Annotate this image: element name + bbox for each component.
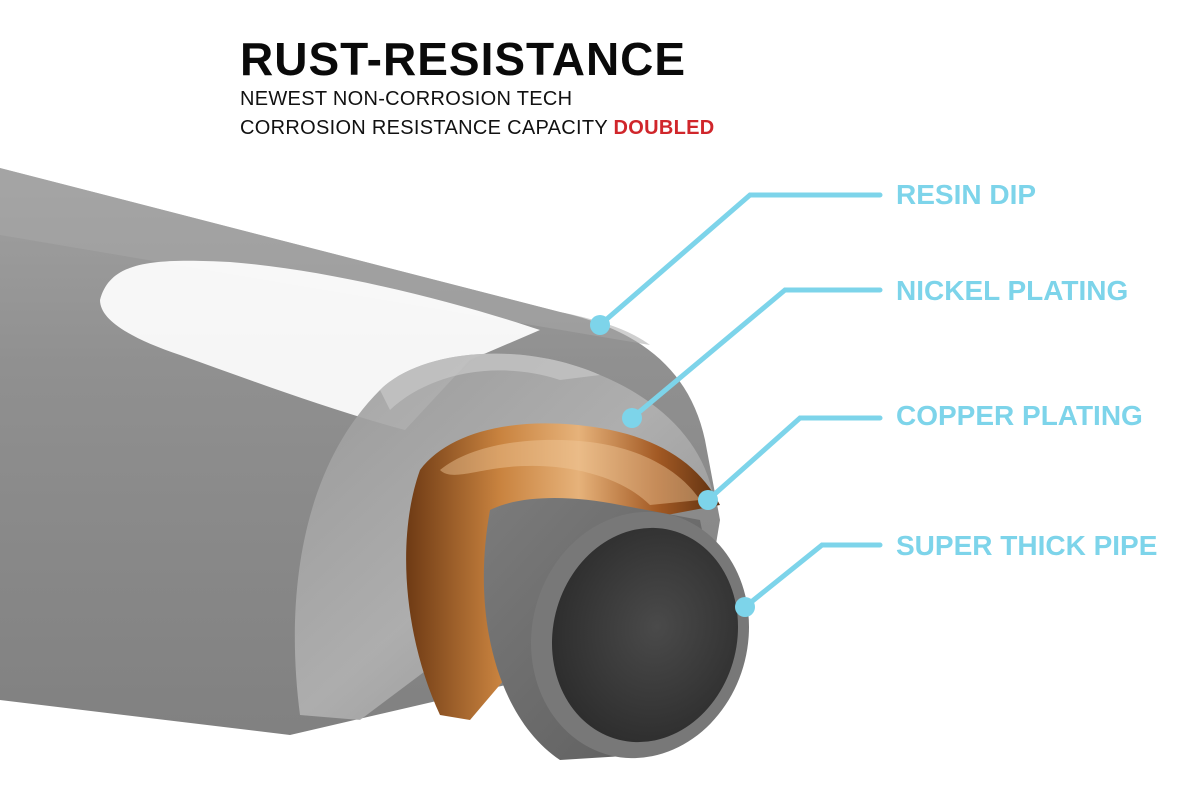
callout-line-copper: [705, 415, 883, 503]
subtitle-line-1: NEWEST NON-CORROSION TECH: [240, 88, 573, 110]
callout-line-resin: [597, 192, 883, 328]
callout-dot-copper: [698, 490, 718, 510]
emphasis-doubled: DOUBLED: [613, 117, 715, 139]
label-nickel-plating: NICKEL PLATING: [896, 275, 1129, 306]
callout-dots: [590, 315, 755, 617]
callout-lines: [597, 192, 883, 610]
page-title: RUST-RESISTANCE: [240, 33, 687, 85]
pipe-core: [483, 498, 750, 760]
callout-dot-pipe: [735, 597, 755, 617]
subtitle-line-2-text: CORROSION RESISTANCE CAPACITY: [240, 117, 608, 139]
label-copper-plating: COPPER PLATING: [896, 400, 1143, 431]
callout-line-pipe: [742, 542, 883, 610]
callout-dot-nickel: [622, 408, 642, 428]
label-super-thick-pipe: SUPER THICK PIPE: [896, 530, 1158, 561]
subtitle-line-2: CORROSION RESISTANCE CAPACITY DOUBLED: [240, 118, 715, 138]
label-resin-dip: RESIN DIP: [896, 179, 1037, 210]
callout-dot-resin: [590, 315, 610, 335]
callout-line-nickel: [629, 287, 883, 421]
